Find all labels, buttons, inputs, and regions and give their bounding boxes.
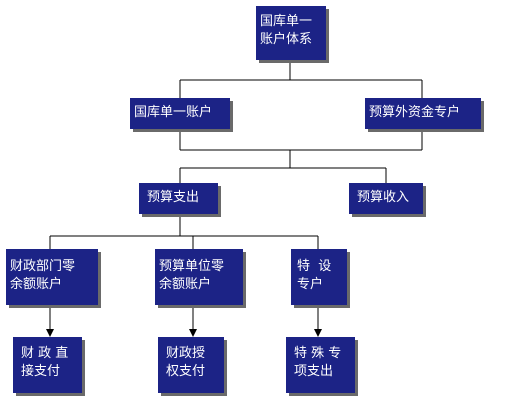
node-unit-zero-line-2: 余额账户 <box>159 277 212 292</box>
node-special-expense-line-1: 特 殊 专 <box>294 346 342 361</box>
node-special-account-line-2: 专户 <box>297 277 324 292</box>
node-budget-income: 预算收入 <box>349 183 423 214</box>
node-budget-expense-label: 预算支出 <box>147 190 200 205</box>
node-treasury-single-account: 国库单一账户 <box>130 98 230 129</box>
node-finance-zero-line-1: 财政部门零 <box>10 259 76 274</box>
node-direct-pay-line-1: 财 政 直 <box>21 346 69 361</box>
node-finance-authorized-payment: 财政授 权支付 <box>158 337 224 393</box>
node-finance-dept-zero-balance-account: 财政部门零 余额账户 <box>6 249 98 305</box>
node-finance-zero-line-2: 余额账户 <box>10 277 63 292</box>
node-extra-budget-label: 预算外资金专户 <box>369 105 461 120</box>
node-auth-pay-line-2: 权支付 <box>166 364 206 379</box>
node-direct-pay-line-2: 接支付 <box>21 364 61 379</box>
node-budget-income-label: 预算收入 <box>357 190 410 205</box>
node-special-account: 特 设 专户 <box>291 249 347 305</box>
node-auth-pay-line-1: 财政授 <box>166 346 206 361</box>
node-unit-zero-line-1: 预算单位零 <box>159 259 225 274</box>
node-special-expense-line-2: 项支出 <box>294 364 334 379</box>
root-node-line-2: 账户体系 <box>260 32 313 47</box>
root-node-treasury-single-account-system: 国库单一 账户体系 <box>256 6 326 60</box>
node-treasury-single-account-label: 国库单一账户 <box>134 105 213 120</box>
node-budget-expense: 预算支出 <box>139 183 218 214</box>
node-special-account-line-1: 特 设 <box>297 259 332 274</box>
node-finance-direct-payment: 财 政 直 接支付 <box>13 337 82 393</box>
node-extra-budget-special-account: 预算外资金专户 <box>365 98 481 129</box>
root-node-line-1: 国库单一 <box>260 14 313 29</box>
node-budget-unit-zero-balance-account: 预算单位零 余额账户 <box>155 249 243 305</box>
node-special-project-expense: 特 殊 专 项支出 <box>286 337 355 393</box>
